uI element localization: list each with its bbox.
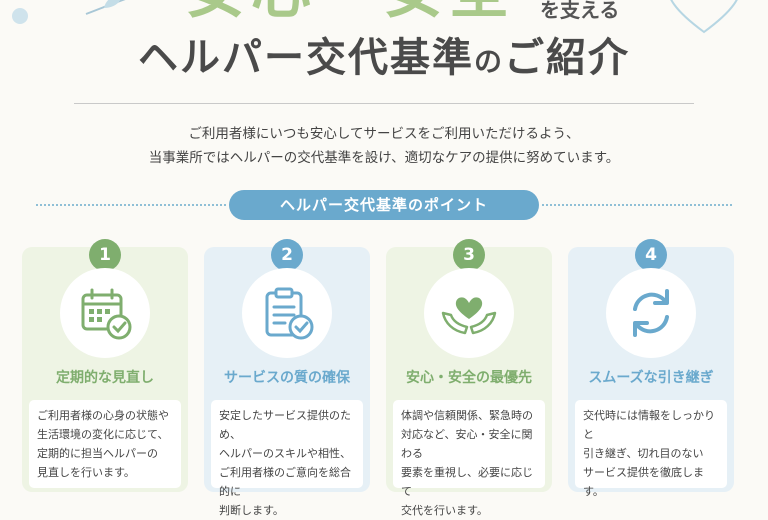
card-title: 安心・安全の最優先 <box>406 370 532 386</box>
heart-hands-icon <box>441 297 497 335</box>
decorative-dot <box>12 8 28 24</box>
intro-line-2: 当事業所ではヘルパーの交代基準を設け、適切なケアの提供に努めています。 <box>148 150 620 166</box>
intro-text: ご利用者様にいつも安心してサービスをご利用いただけるよう、 当事業所ではヘルパー… <box>0 122 768 170</box>
title-connector: の <box>473 45 504 78</box>
card-title: スムーズな引き継ぎ <box>588 370 714 386</box>
card-number-badge: 4 <box>635 239 667 271</box>
card-description: ご利用者様の心身の状態や 生活環境の変化に応じて、 定期的に担当ヘルパーの 見直… <box>29 400 181 488</box>
hero-subtitle: を支える <box>540 0 620 22</box>
title-end: ご紹介 <box>504 35 630 81</box>
card-number-badge: 1 <box>89 239 121 271</box>
icon-circle <box>606 268 696 358</box>
card-description: 体調や信頼関係、緊急時の 対応など、安心・安全に関わる 要素を重視し、必要に応じ… <box>393 400 545 517</box>
refresh-arrows-icon <box>633 289 669 337</box>
dotted-divider-left <box>36 204 226 206</box>
card-number-badge: 2 <box>271 239 303 271</box>
card-description: 交代時には情報をしっかりと 引き継ぎ、切れ目のない サービス提供を徹底します。 <box>575 400 727 498</box>
leaf-icon <box>85 0 126 15</box>
icon-circle <box>424 268 514 358</box>
dotted-divider-right <box>542 204 732 206</box>
icon-circle <box>60 268 150 358</box>
heart-outline-icon <box>670 0 738 34</box>
intro-line-1: ご利用者様にいつも安心してサービスをご利用いただけるよう、 <box>188 126 580 142</box>
hero-title: 安心・安全 <box>180 0 520 22</box>
clipboard-check-icon <box>265 287 314 340</box>
calendar-check-icon <box>81 288 132 340</box>
page-title: ヘルパー交代基準のご紹介 <box>0 34 768 82</box>
title-main: ヘルパー交代基準 <box>137 35 474 81</box>
card-title: サービスの質の確保 <box>224 370 350 386</box>
card-description: 安定したサービス提供のため、 ヘルパーのスキルや相性、 ご利用者様のご意向を総合… <box>211 400 363 517</box>
section-pill: ヘルパー交代基準のポイント <box>229 190 539 220</box>
icon-circle <box>242 268 332 358</box>
divider <box>74 103 694 104</box>
card-number-badge: 3 <box>453 239 485 271</box>
card-title: 定期的な見直し <box>56 370 154 386</box>
